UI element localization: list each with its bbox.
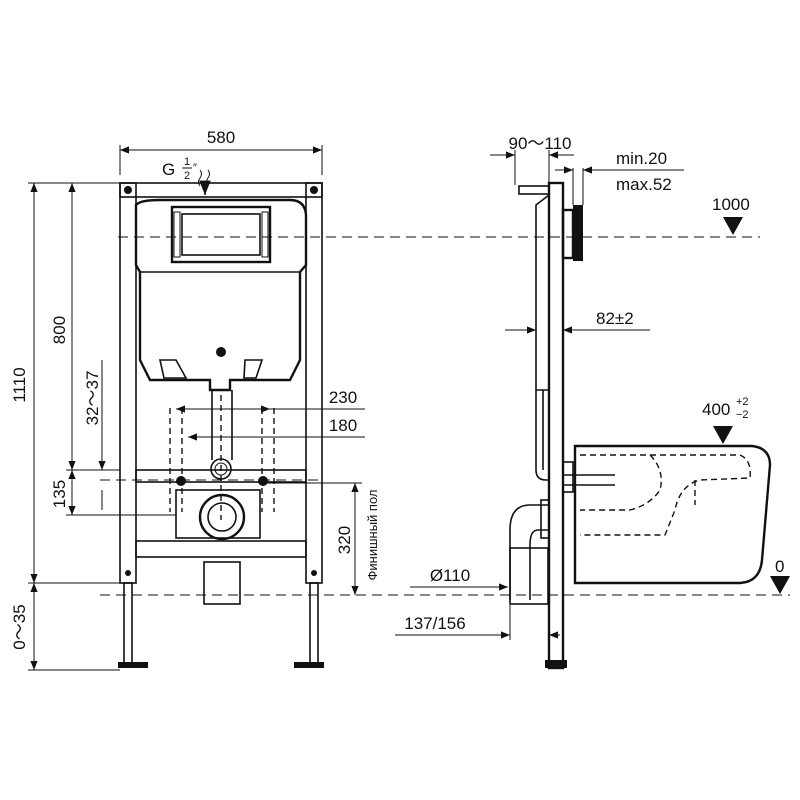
right-foot [294, 662, 324, 668]
dim-137-156: 137/156 [404, 614, 465, 633]
dim-180: 180 [329, 416, 357, 435]
left-leg-bolt-icon [125, 570, 131, 576]
flush-pipe [211, 390, 233, 460]
dim-inlet-num: 1 [184, 156, 190, 168]
dim-inlet-den: 2 [184, 170, 190, 182]
right-anchor-bolt-icon [258, 476, 268, 486]
flush-plate-opening [181, 213, 261, 256]
dim-level-0: 0 [775, 557, 784, 576]
dim-pipe-110: Ø110 [430, 566, 470, 585]
top-right-bolt-icon [310, 186, 318, 194]
lower-crossbar [135, 540, 307, 558]
cistern-tank [134, 198, 308, 392]
side-anchor-bolt [563, 474, 615, 486]
dim-82: 82±2 [596, 309, 634, 328]
side-view [509, 181, 772, 670]
drain-elbow-front [203, 561, 241, 605]
side-drain-elbow [509, 504, 549, 600]
left-bracket-pad [159, 359, 188, 379]
side-flush-plate [561, 208, 575, 260]
dim-inlet-mark: ″ [193, 162, 197, 174]
left-anchor-bolt-icon [176, 476, 186, 486]
level-1000-marker-icon [723, 217, 743, 235]
dim-90-110: 90～110 [508, 134, 571, 153]
side-cistern [535, 194, 550, 391]
finished-floor-label: Финишный пол [365, 490, 380, 581]
dim-inlet-g: G [162, 160, 175, 179]
flush-plate-frame [170, 205, 272, 264]
dim-32-37: 32～37 [83, 371, 102, 426]
left-post [119, 182, 137, 584]
right-bracket-pad [243, 359, 264, 379]
dim-800: 800 [50, 316, 69, 344]
front-view [118, 169, 324, 668]
dim-230: 230 [329, 388, 357, 407]
top-left-bolt-icon [124, 186, 132, 194]
side-inlet [518, 185, 550, 195]
dim-level-400: 400 [702, 400, 730, 419]
dim-max-52: max.52 [616, 175, 672, 194]
dim-1110: 1110 [10, 367, 29, 402]
dim-tol-minus: −2 [736, 409, 749, 421]
dim-320: 320 [335, 526, 354, 554]
bowl-inner-trap [580, 454, 662, 511]
dim-level-1000: 1000 [712, 195, 750, 214]
drain-valve-icon [216, 347, 226, 357]
side-flush-pipe [535, 390, 549, 481]
top-rail [119, 182, 323, 198]
drain-pipe-outer-icon [198, 493, 246, 541]
level-0-marker-icon [770, 576, 790, 594]
dim-min-20: min.20 [616, 149, 667, 168]
dim-135: 135 [50, 480, 69, 508]
dim-0-35: 0～35 [10, 604, 29, 649]
left-foot [118, 662, 148, 668]
toilet-bowl [573, 444, 772, 585]
side-foot [545, 660, 567, 668]
dim-tol-plus: +2 [736, 396, 749, 408]
dim-580: 580 [207, 128, 235, 147]
right-post [305, 182, 323, 584]
drain-pipe-inner-icon [207, 502, 237, 532]
right-leg-bolt-icon [311, 570, 317, 576]
level-400-marker-icon [713, 426, 733, 444]
